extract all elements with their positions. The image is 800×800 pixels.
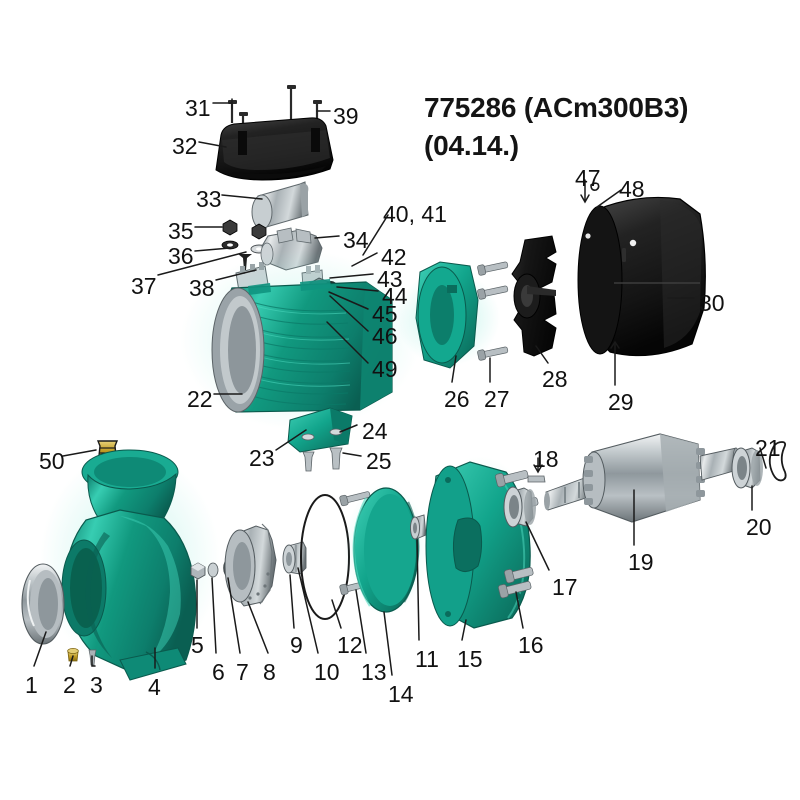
callout-number-49: 49 [372, 356, 398, 382]
callout-number-44: 44 [382, 283, 408, 309]
callout-number-3: 3 [90, 672, 103, 698]
callout-number-8: 8 [263, 659, 276, 685]
callout-number-10: 10 [314, 659, 340, 685]
callout-number-45: 45 [372, 301, 398, 327]
leader-lines [33, 98, 767, 676]
part-30-fan-cowl [577, 196, 706, 357]
part-31-screw-heads [228, 85, 322, 116]
callout-number-17: 17 [552, 574, 578, 600]
callout-number-22: 22 [187, 386, 213, 412]
part-6-washer [207, 562, 219, 578]
part-1-pump-cover-plate [21, 563, 65, 645]
part-2-brass-drain-plug [67, 648, 79, 662]
callout-number-32: 32 [172, 133, 198, 159]
page-title-line-1: 775286 (ACm300B3) [424, 92, 689, 123]
callout-number-50: 50 [39, 448, 65, 474]
callout-number-24: 24 [362, 418, 388, 444]
callout-number-5: 5 [191, 632, 204, 658]
callout-number-31: 31 [185, 95, 211, 121]
callout-number-16: 16 [518, 632, 544, 658]
callout-number-19: 19 [628, 549, 654, 575]
callout-number-26: 26 [444, 386, 470, 412]
callout-number-29: 29 [608, 389, 634, 415]
page-title-line-2: (04.14.) [424, 130, 519, 161]
part-33-capacitor [251, 181, 309, 230]
part-28-cooling-fan [511, 235, 557, 357]
part-36-washers [221, 240, 268, 254]
callout-number-38: 38 [189, 275, 215, 301]
callout-number-20: 20 [746, 514, 772, 540]
part-22-motor-stator-housing [180, 250, 420, 430]
part-20-ball-bearing [731, 447, 763, 489]
part-26-fan-cover-flange [396, 261, 500, 369]
part-19-rotor-shaft [544, 433, 740, 523]
callout-number-7: 7 [236, 659, 249, 685]
callout-number-2: 2 [63, 672, 76, 698]
part-35-nuts [222, 219, 267, 240]
part-17-ball-bearing [503, 486, 536, 528]
callout-number-46: 46 [372, 323, 398, 349]
part-9-mechanical-seal [282, 541, 307, 575]
callout-number-14: 14 [388, 681, 414, 707]
callout-number-33: 33 [196, 186, 222, 212]
part-32-terminal-box-cover [215, 117, 334, 181]
callout-number-30: 30 [699, 290, 725, 316]
callout-number-15: 15 [457, 646, 483, 672]
part-18-key [527, 475, 546, 483]
callout-number-25: 25 [366, 448, 392, 474]
part-25-bolts [302, 447, 343, 472]
callout-number-18: 18 [533, 446, 559, 472]
callout-number-23: 23 [249, 445, 275, 471]
callout-number-13: 13 [361, 659, 387, 685]
part-8-impeller [224, 523, 277, 607]
callout-number-37: 37 [131, 273, 157, 299]
callout-number-48: 48 [619, 176, 645, 202]
callout-number-4: 4 [148, 674, 161, 700]
callout-number-21: 21 [755, 435, 781, 461]
part-12-o-ring [300, 494, 350, 620]
callout-number-39: 39 [333, 103, 359, 129]
callout-number-1: 1 [25, 672, 38, 698]
part-21-circlip [768, 441, 787, 482]
callout-number-47: 47 [575, 165, 601, 191]
callout-number-36: 36 [168, 243, 194, 269]
callout-number-12: 12 [337, 632, 363, 658]
part-4-pump-volute-casing [40, 449, 220, 681]
part-27-screws [477, 261, 509, 361]
part-5-nut [190, 562, 206, 580]
callout-number-11: 11 [415, 646, 439, 672]
callout-number-34: 34 [343, 227, 369, 253]
callout-number-42: 42 [381, 244, 407, 270]
callout-number-9: 9 [290, 632, 303, 658]
part-11-shaft-sleeve [410, 514, 427, 540]
callout-number-35: 35 [168, 218, 194, 244]
part-47-48-pin [590, 182, 600, 191]
callout-number-6: 6 [212, 659, 225, 685]
part-24-washers [301, 428, 343, 441]
callout-number-27: 27 [484, 386, 510, 412]
callout-number-28: 28 [542, 366, 568, 392]
part-15-motor-bracket [424, 456, 536, 629]
callout-number-43: 43 [377, 266, 403, 292]
callout-number-40_41: 40, 41 [383, 201, 447, 227]
